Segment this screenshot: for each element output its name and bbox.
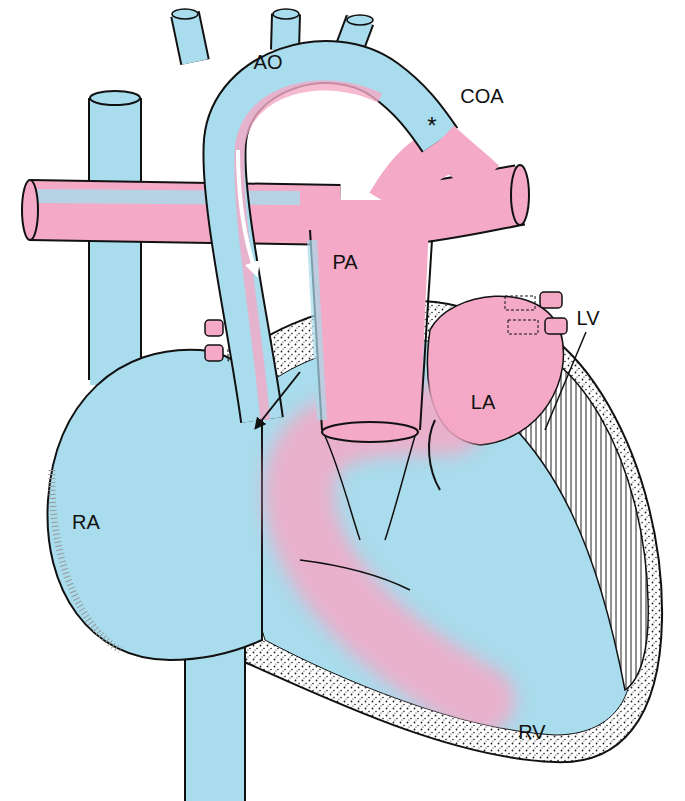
atrial-wall xyxy=(52,470,120,650)
superior-vena-cava xyxy=(90,91,140,105)
pulmonary-vein xyxy=(205,320,223,336)
part-label: PA xyxy=(332,252,357,272)
part-label: AO xyxy=(254,52,283,72)
aorta xyxy=(239,85,380,420)
aorta xyxy=(172,9,198,19)
right-atrium xyxy=(47,350,262,660)
aorta xyxy=(224,62,440,420)
aorta xyxy=(172,9,485,420)
vein-outline xyxy=(505,296,535,310)
valve-leaflet xyxy=(300,560,410,590)
vein-outline xyxy=(508,320,538,334)
part-label: RV xyxy=(518,722,545,742)
pulmonary-vein xyxy=(540,292,562,308)
leader-line xyxy=(545,332,586,430)
pulmonary-trunk xyxy=(312,240,322,420)
pulmonary-vein xyxy=(205,345,223,361)
part-label: RA xyxy=(72,512,100,532)
part-label: LA xyxy=(471,392,495,412)
aorta xyxy=(185,14,195,62)
flow-arrow xyxy=(238,150,255,270)
atrial-septum xyxy=(429,420,440,490)
inferior-vena-cava xyxy=(244,640,246,801)
pulmonary-branches xyxy=(30,210,340,215)
pulmonary-trunk xyxy=(325,436,415,540)
pulmonary-trunk xyxy=(310,230,322,430)
pulmonary-branches xyxy=(30,196,300,198)
pulmonary-vein xyxy=(545,318,567,334)
aorta xyxy=(347,15,373,25)
pulmonary-trunk xyxy=(310,200,432,540)
pulmonary-trunk xyxy=(420,240,432,430)
part-label: * xyxy=(427,114,436,138)
aorta xyxy=(440,140,485,180)
aorta xyxy=(224,62,440,420)
aorta xyxy=(273,9,299,19)
pulmonary-trunk xyxy=(310,200,430,430)
pulmonary-branches xyxy=(30,210,340,215)
pulmonary-branches xyxy=(22,180,38,240)
part-label: LV xyxy=(577,308,600,328)
aorta xyxy=(185,14,195,62)
flow-arrow xyxy=(258,372,300,425)
part-label: COA xyxy=(460,86,503,106)
pulmonary-trunk xyxy=(322,422,418,442)
pulmonary-branches xyxy=(511,165,529,225)
mixed-flow xyxy=(299,420,480,700)
